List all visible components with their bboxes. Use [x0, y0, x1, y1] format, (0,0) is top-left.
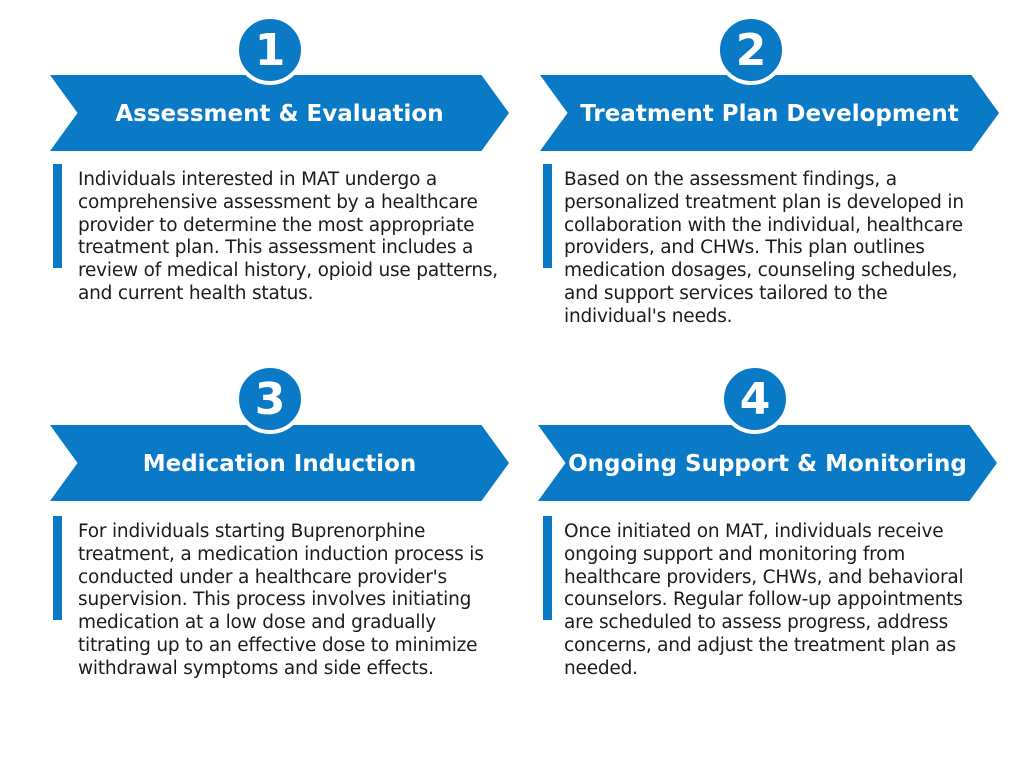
step-number-badge: 2 [716, 15, 786, 85]
step-description: Based on the assessment findings, a pers… [564, 169, 964, 327]
step-title-banner: Ongoing Support & Monitoring [538, 425, 997, 501]
accent-bar [53, 516, 62, 620]
step-description: For individuals starting Buprenorphine t… [78, 521, 484, 679]
accent-bar [543, 164, 552, 268]
accent-bar [543, 516, 552, 620]
step-number-badge: 3 [235, 364, 305, 434]
step-number-badge: 4 [720, 364, 790, 434]
accent-bar [53, 164, 62, 268]
step-title-banner: Treatment Plan Development [540, 75, 999, 151]
step-description: Once initiated on MAT, individuals recei… [564, 521, 964, 679]
step-title-banner: Medication Induction [50, 425, 509, 501]
step-number-badge: 1 [235, 15, 305, 85]
step-title-banner: Assessment & Evaluation [50, 75, 509, 151]
step-description: Individuals interested in MAT undergo a … [78, 169, 498, 304]
